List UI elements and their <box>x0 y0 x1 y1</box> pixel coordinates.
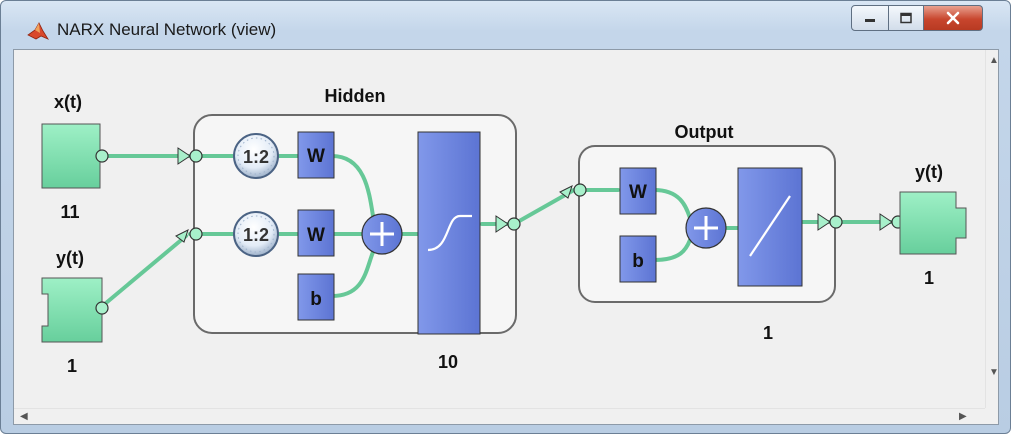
hidden-weight-block-2: W <box>297 209 335 257</box>
input-y-block <box>41 277 103 343</box>
svg-text:W: W <box>307 225 325 246</box>
svg-text:b: b <box>310 289 322 310</box>
input-x-block <box>41 123 101 189</box>
scrollbar-corner <box>985 408 998 424</box>
input-y-size: 1 <box>67 356 77 376</box>
scroll-left-icon[interactable]: ◀ <box>20 411 28 422</box>
close-button[interactable] <box>924 5 983 31</box>
delay-clock-x: 1:2 <box>233 133 279 179</box>
delay-x-label: 1:2 <box>243 147 269 167</box>
vertical-scrollbar[interactable]: ▲ ▼ <box>985 50 999 408</box>
close-icon <box>946 11 960 25</box>
hidden-layer-title: Hidden <box>325 86 386 106</box>
scroll-up-icon[interactable]: ▲ <box>989 55 999 66</box>
tansig-transfer-block <box>417 131 481 335</box>
diagram-view: Hidden 10 Output 1 <box>13 49 999 425</box>
window-controls <box>851 5 983 31</box>
purelin-transfer-block <box>737 167 803 287</box>
tansig-icon <box>427 214 472 252</box>
output-bias-block: b <box>619 235 657 283</box>
window-title: NARX Neural Network (view) <box>57 20 277 39</box>
title-bar[interactable]: NARX Neural Network (view) <box>1 1 1010 45</box>
minimize-icon <box>865 19 875 22</box>
output-y-block <box>899 191 967 255</box>
svg-text:W: W <box>307 146 325 167</box>
hidden-bias-block: b <box>297 273 335 321</box>
input-x-size: 11 <box>60 202 79 222</box>
output-y-label: y(t) <box>915 162 943 182</box>
purelin-icon <box>749 195 791 257</box>
scroll-down-icon[interactable]: ▼ <box>989 367 999 378</box>
output-layer-size: 1 <box>763 323 773 343</box>
minimize-button[interactable] <box>851 5 889 31</box>
svg-text:W: W <box>629 182 647 203</box>
scroll-right-icon[interactable]: ▶ <box>959 411 967 422</box>
input-x-label: x(t) <box>54 92 82 112</box>
hidden-sum-icon <box>361 213 403 255</box>
output-sum-icon <box>685 207 727 249</box>
maximize-icon <box>900 12 912 24</box>
horizontal-scrollbar[interactable]: ◀ ▶ <box>14 408 985 424</box>
delay-clock-y: 1:2 <box>233 211 279 257</box>
matlab-icon <box>27 22 49 40</box>
input-y-label: y(t) <box>56 248 84 268</box>
output-weight-block: W <box>619 167 657 215</box>
network-diagram: Hidden 10 Output 1 <box>41 86 967 376</box>
hidden-weight-block-1: W <box>297 131 335 179</box>
hidden-layer-size: 10 <box>438 352 458 372</box>
output-y-size: 1 <box>924 268 934 288</box>
maximize-button[interactable] <box>889 5 924 31</box>
svg-text:b: b <box>632 251 644 272</box>
delay-y-label: 1:2 <box>243 225 269 245</box>
output-layer-title: Output <box>675 122 734 142</box>
